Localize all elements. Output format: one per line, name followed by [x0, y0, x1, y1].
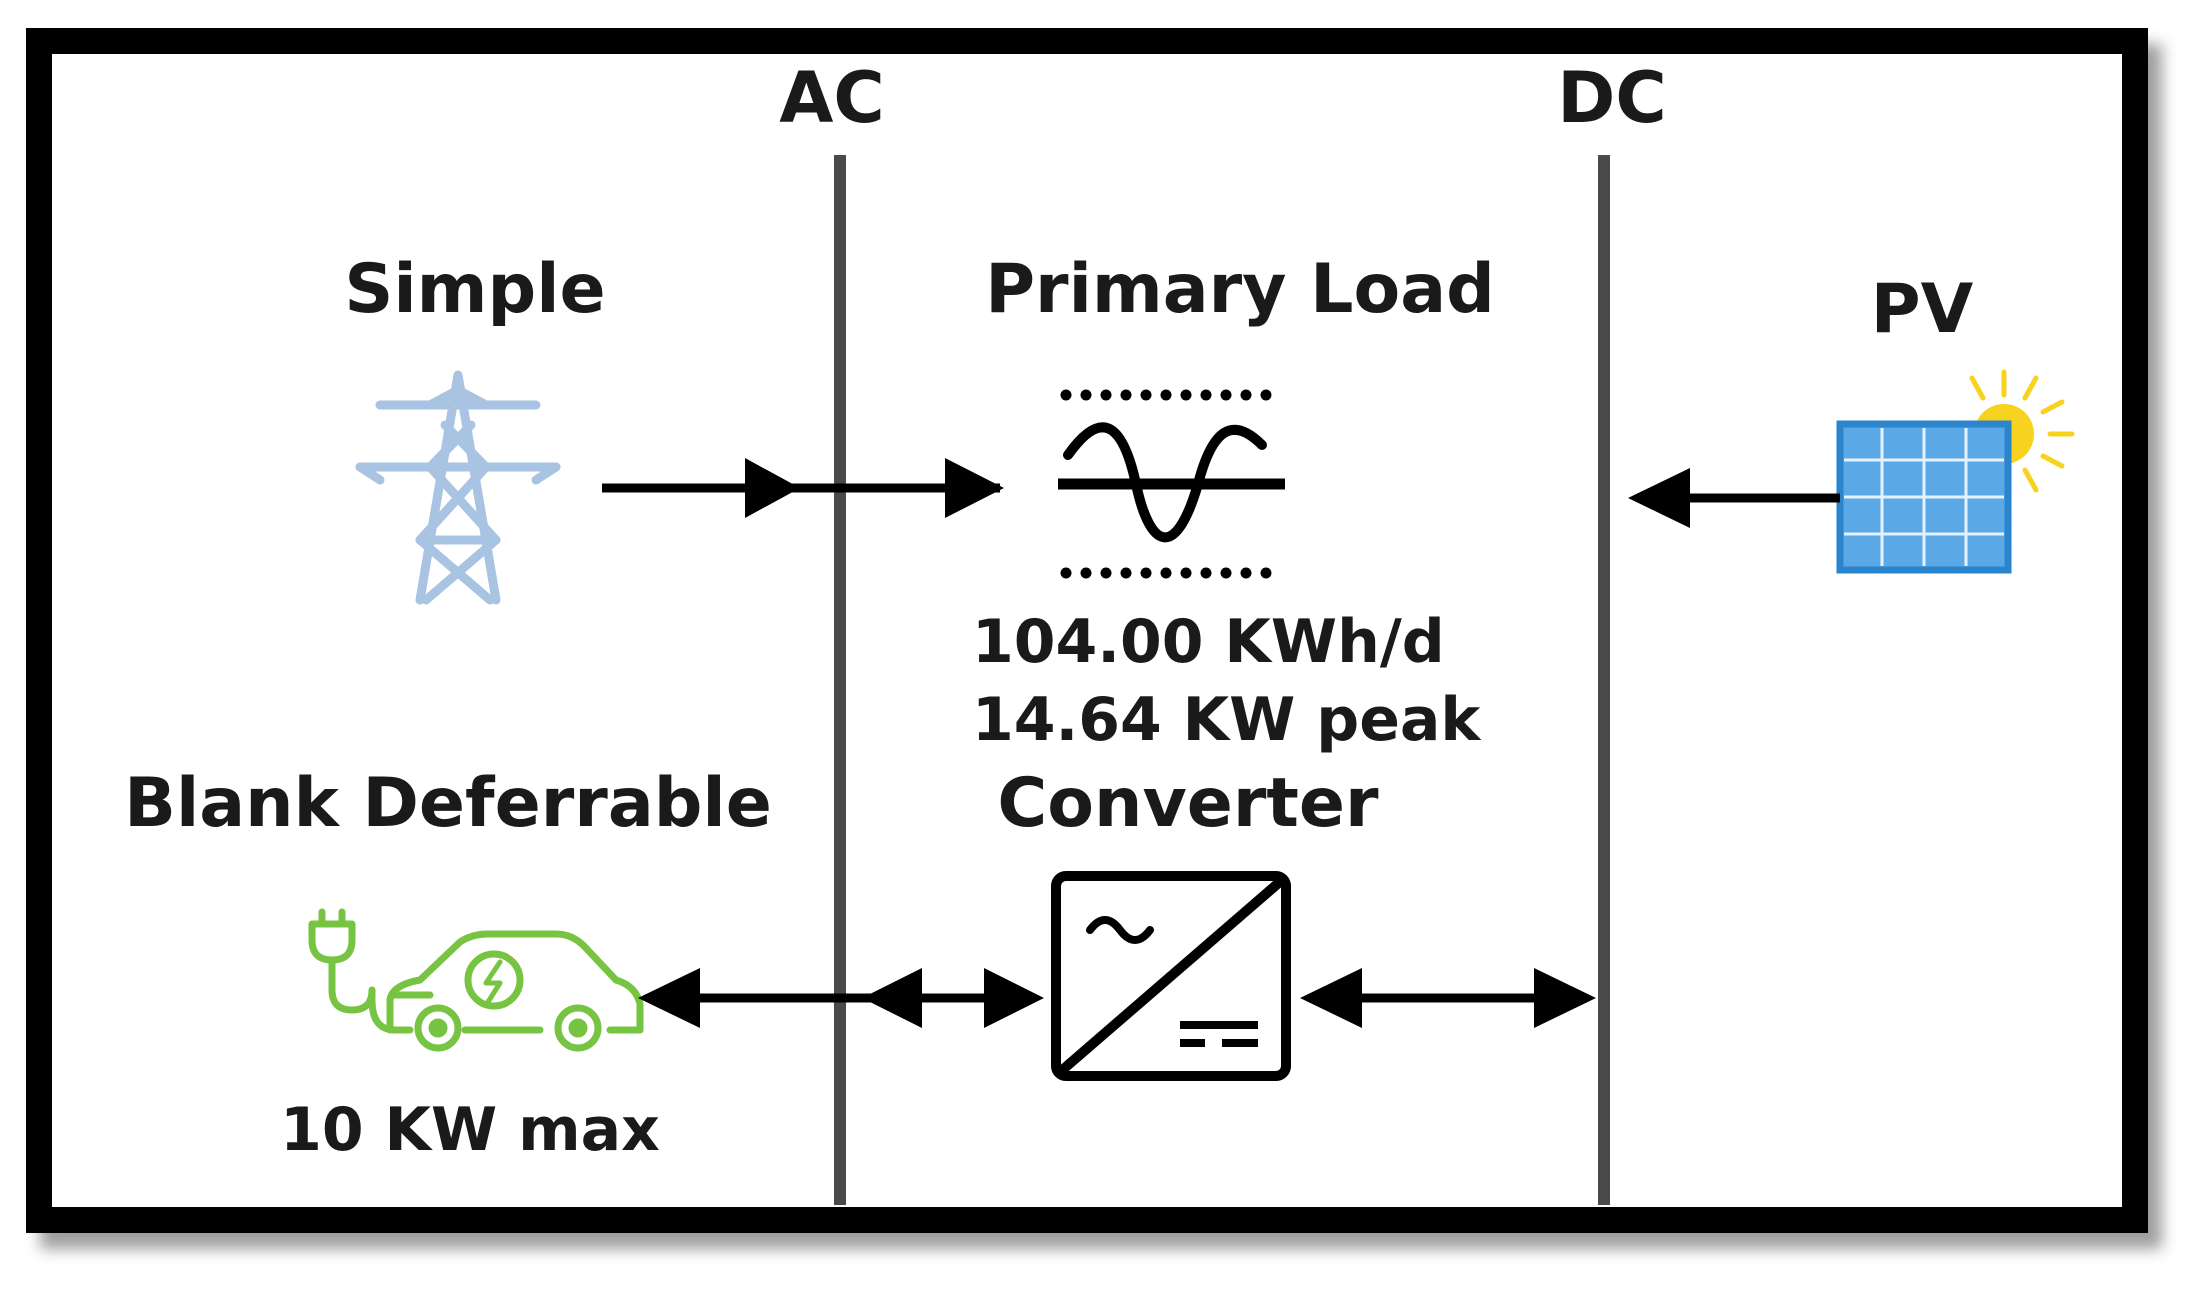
- load-waveform-icon: [1058, 389, 1285, 579]
- inverter-icon: [1051, 871, 1291, 1081]
- deferrable-label: Blank Deferrable: [124, 764, 772, 843]
- pv-to-dc-arrow: [1628, 468, 1840, 528]
- solar-panel-icon: [1836, 369, 2075, 574]
- pv-label: PV: [1871, 270, 1974, 349]
- grid-to-load-arrow: [602, 458, 1004, 518]
- primary-load-peak: 14.64 KW peak: [972, 685, 1482, 755]
- ev-ac-converter-arrow: [638, 968, 1044, 1028]
- deferrable-max: 10 KW max: [280, 1095, 660, 1165]
- electric-car-icon: [308, 908, 644, 1052]
- transmission-tower-icon: [355, 370, 561, 605]
- primary-load-label: Primary Load: [985, 250, 1495, 329]
- converter-dc-arrow: [1300, 968, 1596, 1028]
- grid-label: Simple: [344, 250, 605, 329]
- ac-bus-label: AC: [779, 57, 885, 139]
- converter-label: Converter: [997, 764, 1379, 843]
- dc-bus-label: DC: [1557, 57, 1666, 139]
- primary-load-energy: 104.00 KWh/d: [972, 607, 1445, 677]
